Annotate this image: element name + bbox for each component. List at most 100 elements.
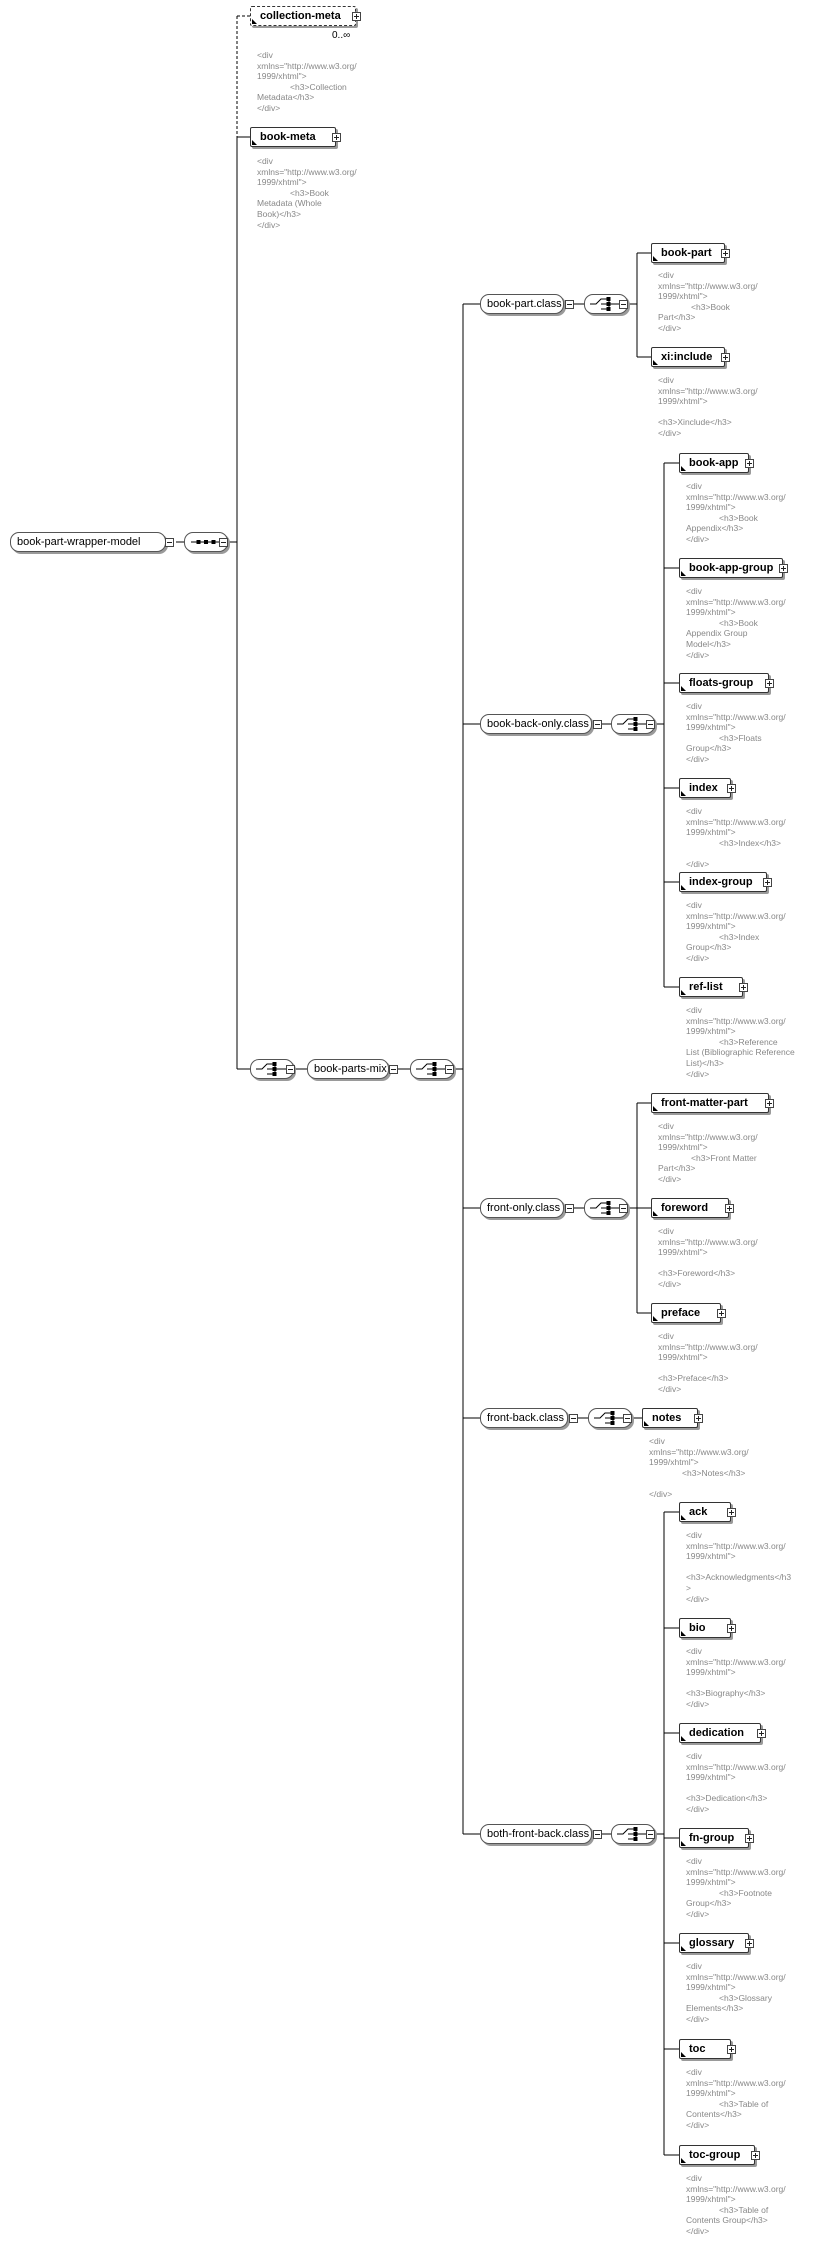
minus-icon[interactable]	[389, 1065, 398, 1074]
minus-icon[interactable]	[565, 300, 574, 309]
element-label: floats-group	[689, 677, 754, 689]
element-toc-group[interactable]: toc-group	[679, 2145, 755, 2165]
group-label: book-part.class	[487, 298, 562, 310]
group-front-back-class[interactable]: front-back.class	[480, 1408, 568, 1428]
doc-note: <div xmlns="http://www.w3.org/ 1999/xhtm…	[658, 1331, 758, 1394]
minus-icon[interactable]	[286, 1065, 295, 1074]
plus-icon[interactable]	[751, 2151, 760, 2160]
element-bio[interactable]: bio	[679, 1618, 731, 1638]
choice-compositor-icon[interactable]	[588, 1408, 632, 1428]
element-label: glossary	[689, 1937, 735, 1949]
choice-compositor-icon[interactable]	[584, 1198, 628, 1218]
minus-icon[interactable]	[619, 1204, 628, 1213]
element-toc[interactable]: toc	[679, 2039, 731, 2059]
plus-icon[interactable]	[727, 1508, 736, 1517]
element-label: toc	[689, 2043, 706, 2055]
choice-compositor-icon[interactable]	[584, 294, 628, 314]
root-element-book-part-wrapper-model[interactable]: book-part-wrapper-model	[10, 532, 166, 552]
sequence-compositor-icon[interactable]	[184, 532, 228, 552]
element-label: index	[689, 782, 718, 794]
plus-icon[interactable]	[727, 1624, 736, 1633]
doc-note: <div xmlns="http://www.w3.org/ 1999/xhtm…	[686, 2067, 786, 2130]
element-book-meta[interactable]: book-meta	[250, 127, 336, 147]
doc-note: <div xmlns="http://www.w3.org/ 1999/xhtm…	[686, 2173, 786, 2236]
doc-note: <div xmlns="http://www.w3.org/ 1999/xhtm…	[658, 375, 758, 438]
element-front-matter-part[interactable]: front-matter-part	[651, 1093, 769, 1113]
choice-compositor-icon[interactable]	[611, 1824, 655, 1844]
plus-icon[interactable]	[757, 1729, 766, 1738]
element-fn-group[interactable]: fn-group	[679, 1828, 749, 1848]
minus-icon[interactable]	[646, 1830, 655, 1839]
minus-icon[interactable]	[445, 1065, 454, 1074]
plus-icon[interactable]	[765, 1099, 774, 1108]
plus-icon[interactable]	[745, 459, 754, 468]
element-label: toc-group	[689, 2149, 741, 2161]
group-label: front-back.class	[487, 1412, 565, 1424]
plus-icon[interactable]	[745, 1939, 754, 1948]
plus-icon[interactable]	[721, 353, 730, 362]
group-front-only-class[interactable]: front-only.class	[480, 1198, 564, 1218]
plus-icon[interactable]	[717, 1309, 726, 1318]
element-preface[interactable]: preface	[651, 1303, 721, 1323]
plus-icon[interactable]	[332, 133, 341, 142]
element-collection-meta[interactable]: collection-meta	[250, 6, 356, 26]
element-book-app-group[interactable]: book-app-group	[679, 558, 783, 578]
choice-compositor-icon[interactable]	[250, 1059, 294, 1079]
element-dedication[interactable]: dedication	[679, 1723, 761, 1743]
plus-icon[interactable]	[721, 249, 730, 258]
element-notes[interactable]: notes	[642, 1408, 698, 1428]
doc-note: <div xmlns="http://www.w3.org/ 1999/xhtm…	[257, 156, 357, 230]
minus-icon[interactable]	[593, 720, 602, 729]
group-label: book-parts-mix	[314, 1063, 387, 1075]
element-floats-group[interactable]: floats-group	[679, 673, 769, 693]
minus-icon[interactable]	[565, 1204, 574, 1213]
doc-note: <div xmlns="http://www.w3.org/ 1999/xhtm…	[686, 1530, 792, 1604]
doc-note: <div xmlns="http://www.w3.org/ 1999/xhtm…	[686, 1961, 786, 2024]
group-both-front-back-class[interactable]: both-front-back.class	[480, 1824, 592, 1844]
minus-icon[interactable]	[569, 1414, 578, 1423]
element-index-group[interactable]: index-group	[679, 872, 767, 892]
occurrence-label: 0..∞	[332, 30, 351, 41]
plus-icon[interactable]	[352, 12, 361, 21]
choice-icon	[594, 1411, 626, 1425]
doc-note: <div xmlns="http://www.w3.org/ 1999/xhtm…	[686, 1751, 786, 1814]
group-book-part-class[interactable]: book-part.class	[480, 294, 564, 314]
element-xi-include[interactable]: xi:include	[651, 347, 725, 367]
element-foreword[interactable]: foreword	[651, 1198, 729, 1218]
minus-icon[interactable]	[646, 720, 655, 729]
element-glossary[interactable]: glossary	[679, 1933, 749, 1953]
choice-icon	[590, 1201, 622, 1215]
group-book-back-only-class[interactable]: book-back-only.class	[480, 714, 592, 734]
element-book-part[interactable]: book-part	[651, 243, 725, 263]
doc-note: <div xmlns="http://www.w3.org/ 1999/xhtm…	[686, 1646, 786, 1709]
plus-icon[interactable]	[727, 2045, 736, 2054]
element-label: book-part	[661, 247, 712, 259]
doc-note: <div xmlns="http://www.w3.org/ 1999/xhtm…	[686, 806, 786, 869]
minus-icon[interactable]	[219, 538, 228, 547]
doc-note: <div xmlns="http://www.w3.org/ 1999/xhtm…	[658, 1121, 758, 1184]
doc-note: <div xmlns="http://www.w3.org/ 1999/xhtm…	[686, 1856, 786, 1919]
plus-icon[interactable]	[779, 564, 788, 573]
plus-icon[interactable]	[727, 784, 736, 793]
element-label: front-matter-part	[661, 1097, 748, 1109]
plus-icon[interactable]	[765, 679, 774, 688]
element-index[interactable]: index	[679, 778, 731, 798]
doc-note: <div xmlns="http://www.w3.org/ 1999/xhtm…	[658, 1226, 758, 1289]
minus-icon[interactable]	[619, 300, 628, 309]
plus-icon[interactable]	[745, 1834, 754, 1843]
minus-icon[interactable]	[623, 1414, 632, 1423]
element-label: ref-list	[689, 981, 723, 993]
element-ref-list[interactable]: ref-list	[679, 977, 743, 997]
group-book-parts-mix[interactable]: book-parts-mix	[307, 1059, 389, 1079]
plus-icon[interactable]	[739, 983, 748, 992]
element-book-app[interactable]: book-app	[679, 453, 749, 473]
plus-icon[interactable]	[725, 1204, 734, 1213]
element-label: bio	[689, 1622, 706, 1634]
plus-icon[interactable]	[763, 878, 772, 887]
minus-icon[interactable]	[593, 1830, 602, 1839]
element-label: xi:include	[661, 351, 713, 363]
doc-note: <div xmlns="http://www.w3.org/ 1999/xhtm…	[686, 1005, 795, 1079]
element-ack[interactable]: ack	[679, 1502, 731, 1522]
minus-icon[interactable]	[165, 538, 174, 547]
plus-icon[interactable]	[694, 1414, 703, 1423]
